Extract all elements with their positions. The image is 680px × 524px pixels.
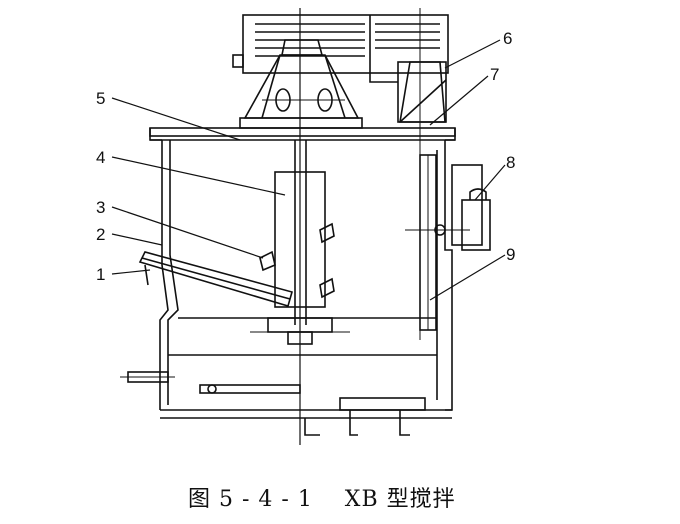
label-7: 7: [490, 65, 499, 84]
side-motor: [451, 164, 491, 251]
inclined-screen: [138, 251, 293, 307]
tank-body: [120, 140, 453, 436]
label-6: 6: [503, 29, 512, 48]
label-3: 3: [96, 198, 105, 217]
drive-motor-housing: [232, 14, 449, 83]
label-5: 5: [96, 89, 105, 108]
leader-lines: [111, 39, 506, 301]
label-4: 4: [96, 148, 105, 167]
pulley-pedestal: [397, 8, 447, 340]
figure-caption: 图 5 - 4 - 1 XB 型搅拌: [188, 487, 456, 512]
label-2: 2: [96, 225, 105, 244]
label-8: 8: [506, 153, 515, 172]
draft-tube: [178, 171, 437, 345]
bearing-pedestal: [239, 39, 363, 129]
part-labels: 5 4 3 2 1 6 7 8 9: [96, 29, 515, 284]
tank-cover: [149, 127, 456, 141]
belt-pulley: [405, 154, 470, 331]
label-1: 1: [96, 265, 105, 284]
label-9: 9: [506, 245, 515, 264]
